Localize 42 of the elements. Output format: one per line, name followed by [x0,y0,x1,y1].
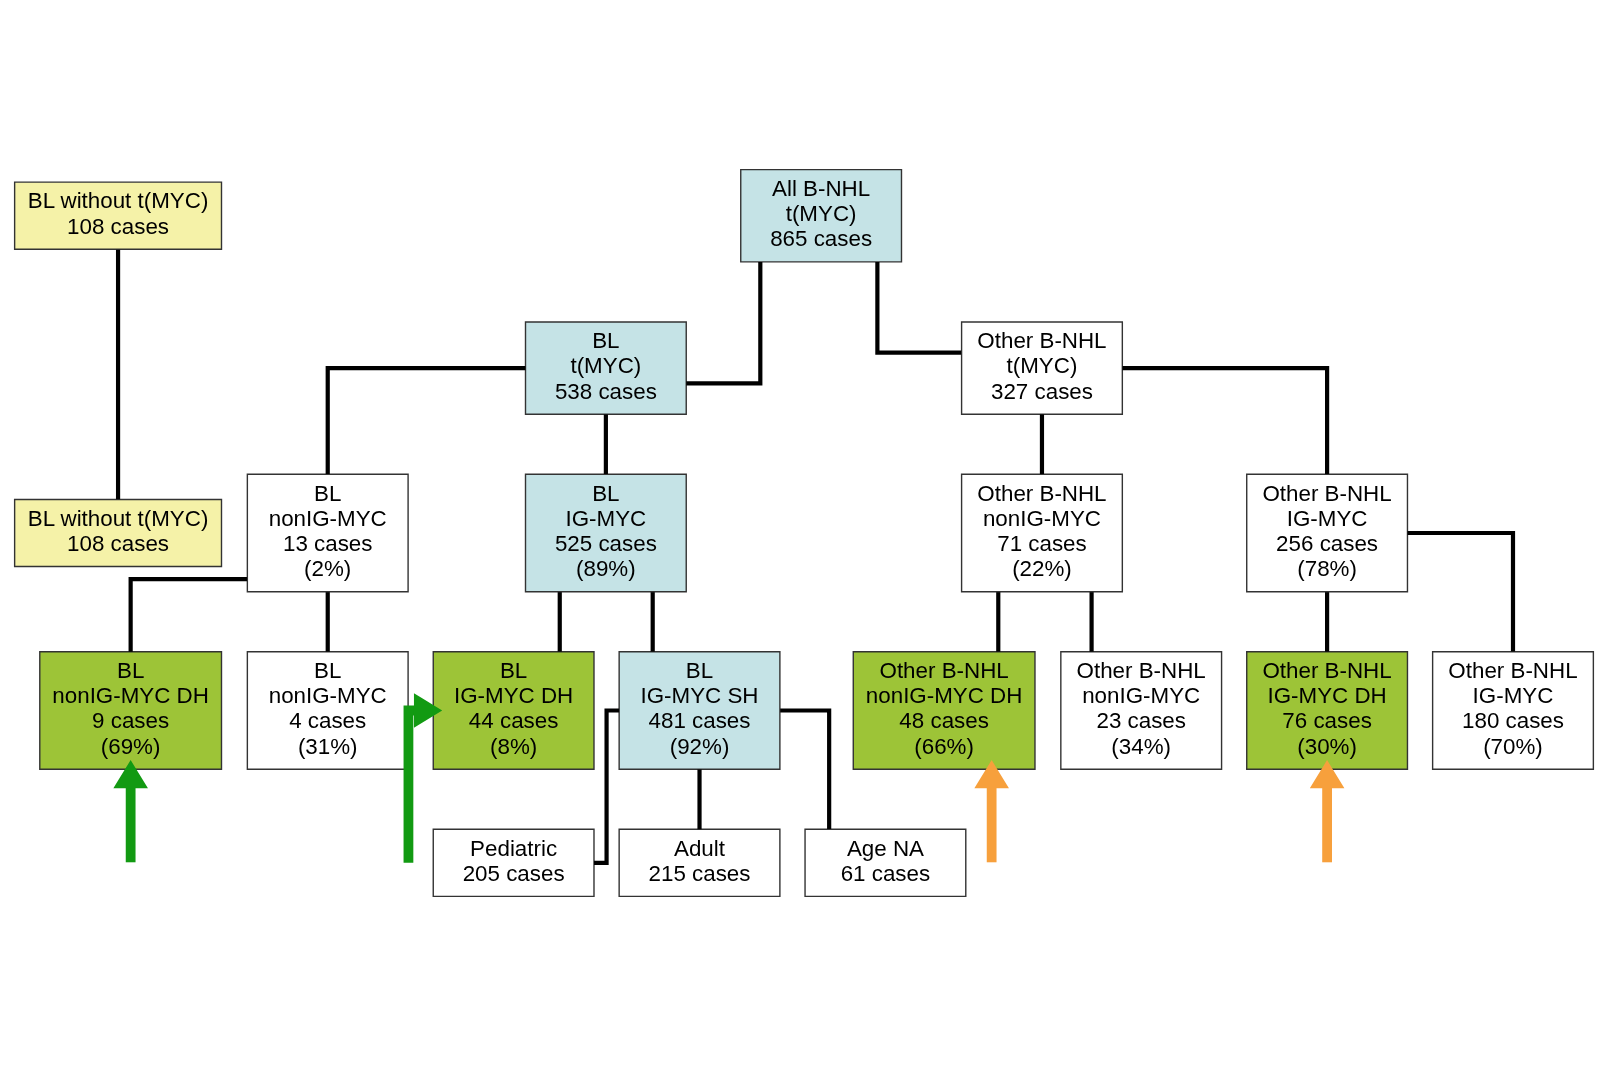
node-box: BL IG-MYC 525 cases (89%) [524,473,687,592]
arrow [403,692,443,863]
arrow [113,759,148,862]
node-box: BL without t(MYC) 108 cases [13,180,223,250]
connector [115,249,121,499]
node-box: Other B-NHL nonIG-MYC 23 cases (34%) [1060,650,1223,770]
node-box: All B-NHL t(MYC) 865 cases [740,168,903,263]
node-box: BL nonIG-MYC 4 cases (31%) [246,650,409,770]
node-box: Other B-NHL t(MYC) 327 cases [960,320,1124,415]
node-box: Other B-NHL nonIG-MYC DH 48 cases (66%) [852,650,1036,770]
node-box: BL nonIG-MYC 13 cases (2%) [246,473,409,592]
node-box: BL nonIG-MYC DH 9 cases (69%) [39,650,223,770]
connector [1325,591,1330,652]
connector [697,768,702,829]
node-box: Other B-NHL IG-MYC 256 cases (78%) [1246,473,1409,592]
connector [325,591,330,652]
connector [128,576,247,652]
node-box: Other B-NHL IG-MYC 180 cases (70%) [1431,650,1595,770]
node-box: Adult 215 cases [618,828,781,897]
connector [325,365,526,474]
connector [1039,413,1045,474]
node-box: BL without t(MYC) 108 cases [13,498,223,567]
connector [603,413,608,474]
connector [594,707,620,865]
node-box: Other B-NHL nonIG-MYC 71 cases (22%) [960,473,1124,592]
connector [996,591,1001,652]
connector [780,707,832,829]
connector [1407,530,1516,651]
connector [686,261,763,386]
node-box: Pediatric 205 cases [432,828,595,897]
connector [650,591,655,652]
arrow [1309,759,1345,862]
node-box: BL t(MYC) 538 cases [524,320,687,415]
node-box: BL IG-MYC DH 44 cases (8%) [432,650,595,770]
connector [557,591,562,652]
connector [1122,365,1330,474]
connector [875,261,962,355]
connector [1089,591,1094,652]
arrow [974,759,1009,862]
node-box: Other B-NHL IG-MYC DH 76 cases (30%) [1246,650,1409,770]
node-box: BL IG-MYC SH 481 cases (92%) [618,650,781,770]
node-box: Age NA 61 cases [804,828,967,897]
